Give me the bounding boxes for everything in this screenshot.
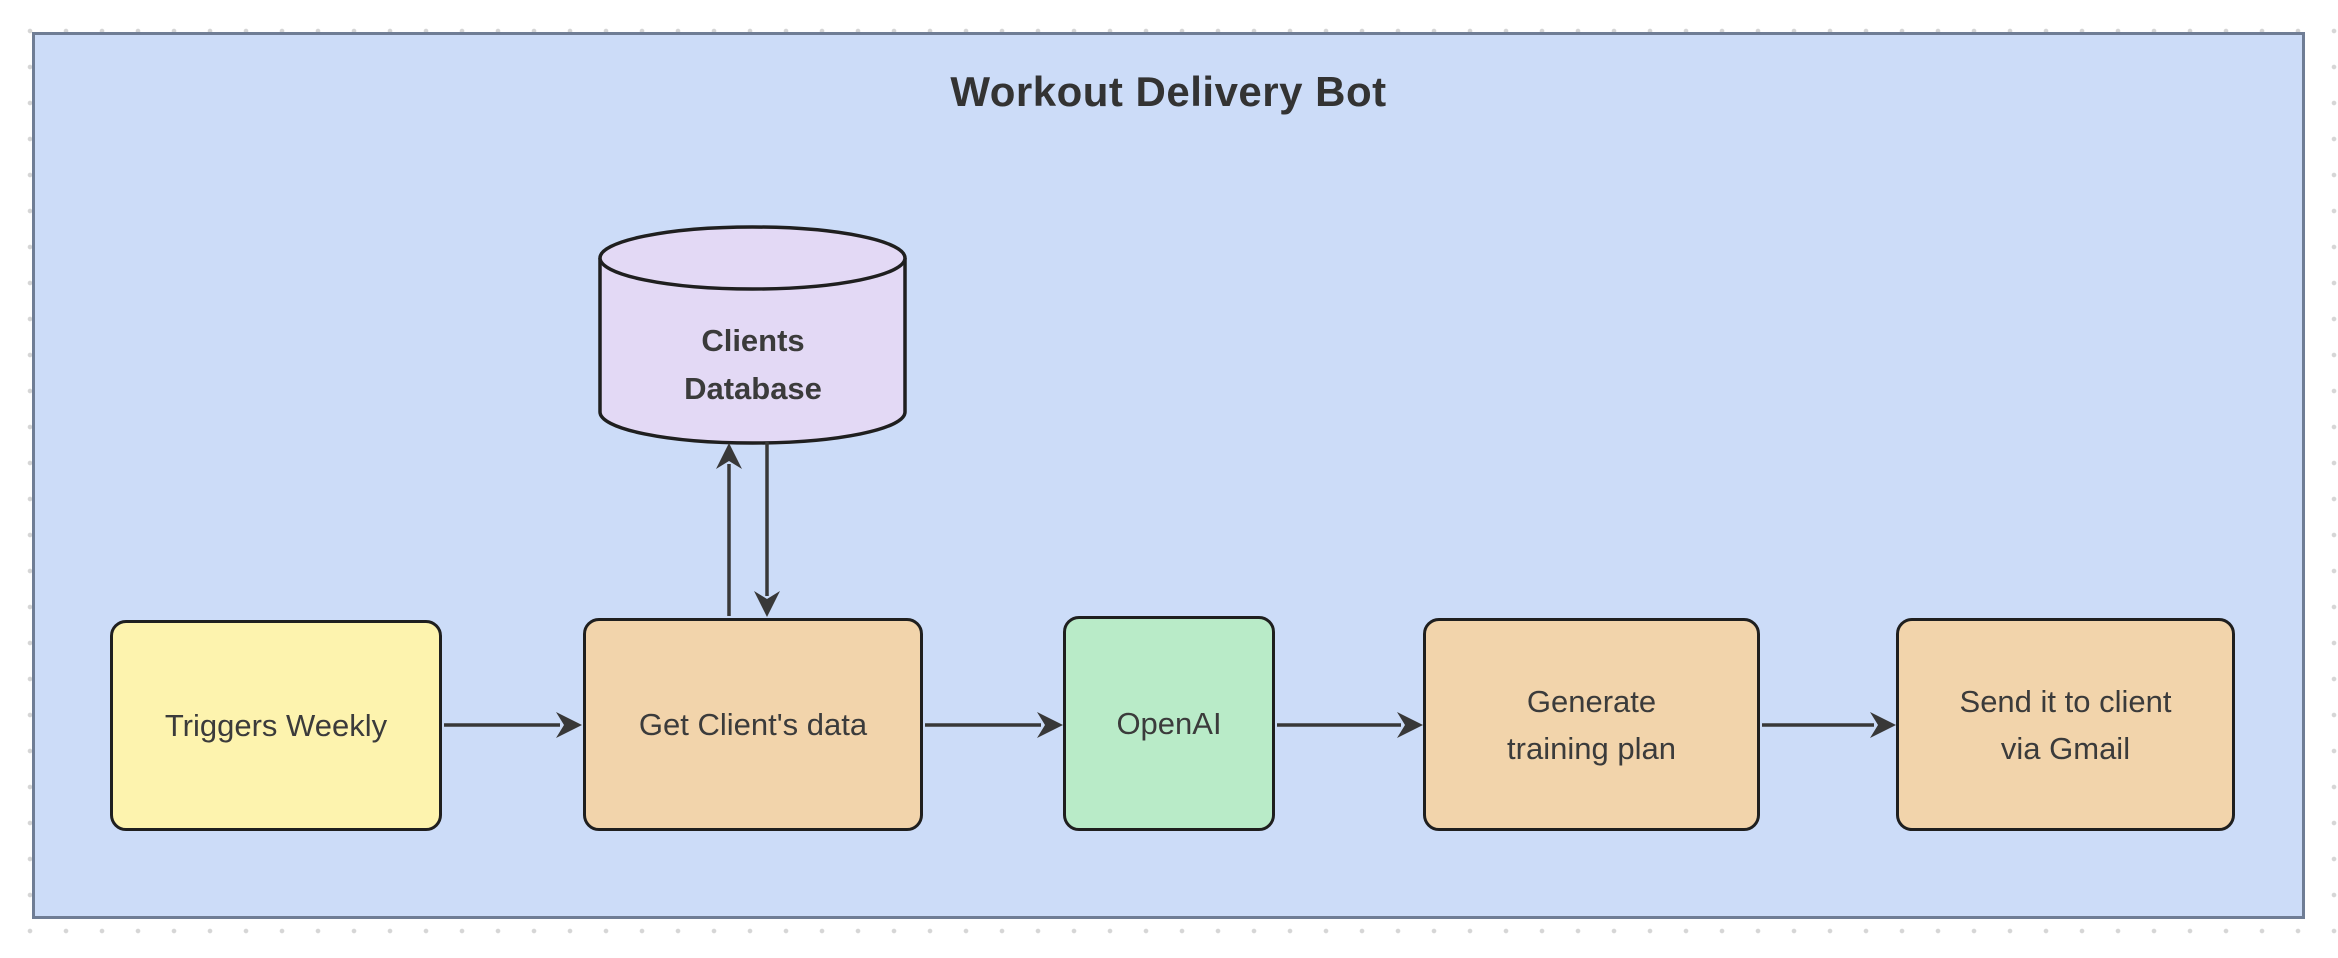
arrow-generate-to-send — [1762, 712, 1896, 738]
cylinder-top-ellipse — [598, 225, 907, 291]
arrow-getdata-to-openai — [925, 712, 1063, 738]
node-get-clients-data: Get Client's data — [583, 618, 923, 831]
node-clients-database-label: Clients Database — [684, 323, 822, 406]
node-generate-training-plan-label: Generate training plan — [1507, 683, 1676, 766]
node-openai-label: OpenAI — [1116, 706, 1222, 741]
cylinder-body — [598, 258, 907, 445]
node-openai: OpenAI — [1063, 616, 1275, 831]
arrow-openai-to-generate — [1277, 712, 1423, 738]
diagram-title: Workout Delivery Bot — [950, 68, 1387, 115]
node-send-to-client-via-gmail-label: Send it to client via Gmail — [1959, 683, 2172, 766]
arrow-getdata-to-database — [716, 443, 742, 616]
node-send-to-client-via-gmail: Send it to client via Gmail — [1896, 618, 2235, 831]
clients-database-cylinder — [598, 225, 907, 445]
arrow-database-to-getdata — [754, 442, 780, 617]
node-get-clients-data-label: Get Client's data — [638, 707, 868, 742]
node-generate-training-plan: Generate training plan — [1423, 618, 1760, 831]
node-triggers-weekly: Triggers Weekly — [110, 620, 442, 831]
node-triggers-weekly-label: Triggers Weekly — [164, 708, 388, 743]
arrow-trigger-to-getdata — [444, 712, 582, 738]
